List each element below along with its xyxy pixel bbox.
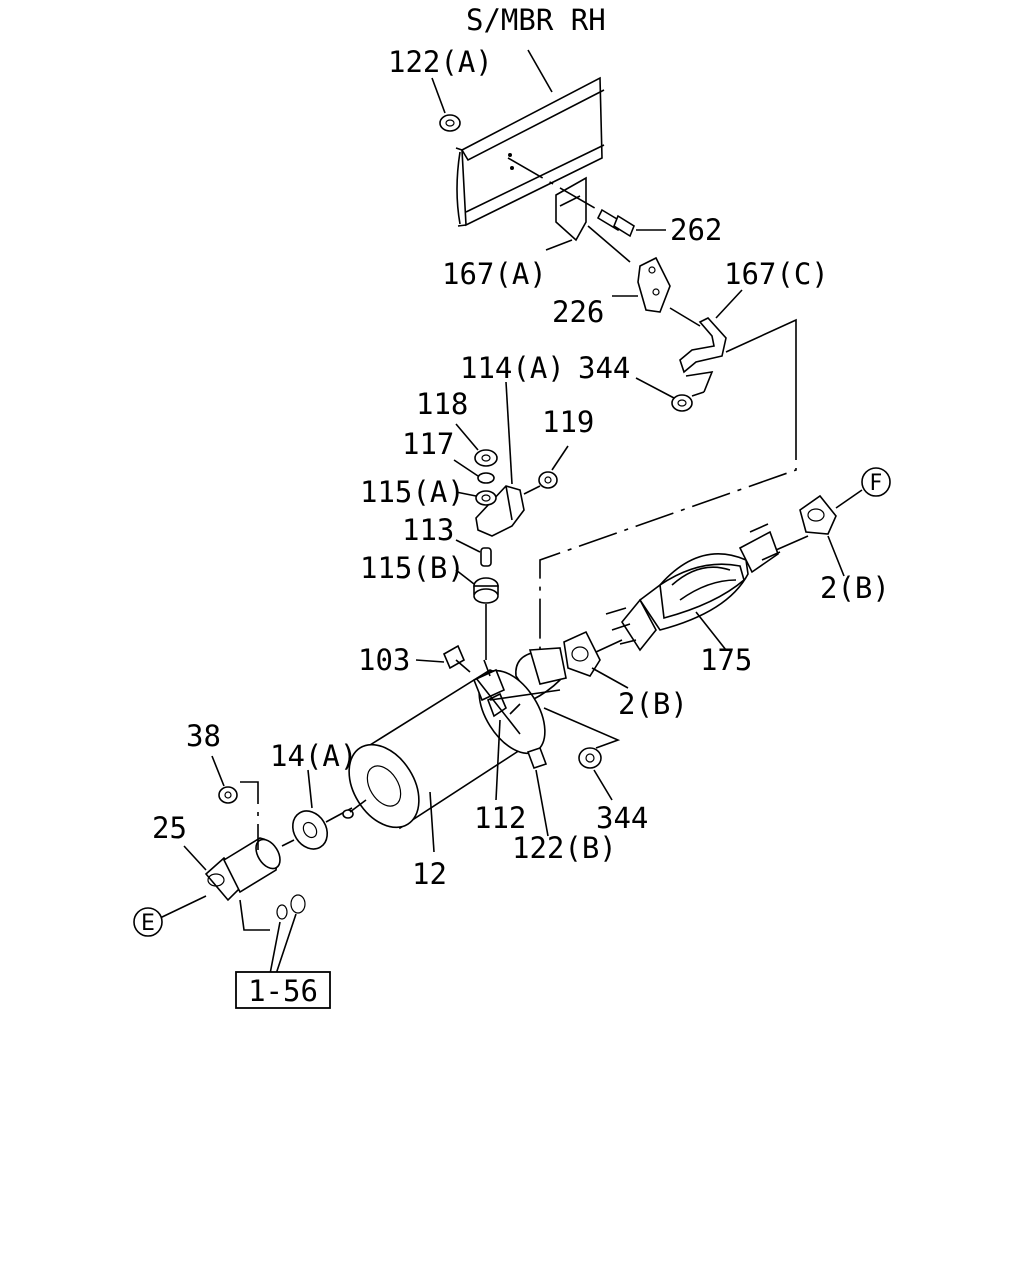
- bracket-167c: [679, 317, 727, 393]
- callout-25: 25: [152, 811, 187, 845]
- leader-f: [835, 489, 863, 509]
- spring-washers: [276, 894, 306, 920]
- callout-113: 113: [402, 513, 454, 547]
- leader-115b: [455, 569, 475, 585]
- gasket-14a: [291, 810, 329, 850]
- stud-line: [587, 225, 631, 263]
- nut-344-top: [671, 394, 693, 412]
- washer-117: [477, 472, 495, 484]
- pipe-joint-line-right: [775, 535, 809, 551]
- circle-ref-f: F: [861, 467, 891, 497]
- stud-103: [483, 659, 491, 677]
- leader-frame: [527, 49, 553, 93]
- callout-122a: 122(A): [388, 45, 493, 79]
- callout-112: 112: [474, 801, 526, 835]
- callout-2b-mid: 2(B): [618, 687, 688, 721]
- leader-14a: [307, 769, 313, 809]
- pipe-joint-line: [595, 639, 623, 653]
- assembly-dash: [539, 420, 797, 650]
- nut-344-link: [543, 707, 621, 749]
- leader-122a: [431, 77, 446, 114]
- stud-silencer: [342, 799, 367, 819]
- callout-103: 103: [358, 643, 410, 677]
- pipe-clamp-line: [239, 899, 270, 931]
- callout-344-bottom: 344: [596, 801, 648, 835]
- leader-344-bottom: [593, 769, 613, 801]
- circle-ref-f-label: F: [870, 471, 883, 496]
- leader-114a: [505, 381, 513, 485]
- side-member-frame: [455, 76, 605, 227]
- gasket-2b-right: [799, 494, 837, 535]
- callout-226: 226: [552, 295, 604, 329]
- nut-link: [691, 391, 705, 397]
- callout-117: 117: [402, 427, 454, 461]
- leader-119: [551, 445, 569, 471]
- reference-box-1-56: 1-56: [235, 971, 331, 1009]
- nut-344-bottom: [578, 747, 602, 769]
- callout-115a: 115(A): [360, 475, 465, 509]
- callout-2b-right: 2(B): [820, 571, 890, 605]
- callout-119: 119: [542, 405, 594, 439]
- callout-14a: 14(A): [270, 739, 357, 773]
- callout-122b: 122(B): [512, 831, 617, 865]
- gasket-2b-mid: [563, 630, 601, 677]
- callout-114a: 114(A): [460, 351, 565, 385]
- callout-118: 118: [416, 387, 468, 421]
- insulator-115a: [475, 490, 497, 506]
- callout-12: 12: [412, 857, 447, 891]
- circle-ref-e-label: E: [141, 911, 155, 936]
- callout-175: 175: [700, 643, 752, 677]
- leader-175: [695, 611, 727, 651]
- stud-119: [523, 485, 541, 495]
- nut-118: [474, 449, 498, 467]
- bolt-103: [442, 644, 471, 673]
- leader-e: [159, 895, 207, 919]
- bracket-114a: [475, 485, 525, 537]
- catalytic-converter-175: [605, 523, 781, 652]
- frame-label: S/MBR RH: [466, 3, 606, 37]
- leader-167c: [715, 289, 743, 319]
- nut-38: [218, 786, 238, 804]
- leader-25: [183, 845, 207, 871]
- leader-2b-right: [827, 535, 845, 577]
- circle-ref-e: E: [133, 907, 163, 937]
- leader-115a: [455, 491, 477, 497]
- bracket-167a: [555, 176, 587, 242]
- leader-122b: [535, 769, 549, 837]
- bolt-262: [596, 208, 635, 238]
- callout-167c: 167(C): [724, 257, 829, 291]
- reference-box-label: 1-56: [248, 974, 318, 1008]
- leader-167a: [545, 239, 573, 251]
- leader-103: [415, 659, 445, 663]
- insulator-115b: [473, 577, 499, 604]
- leader-117: [453, 459, 479, 477]
- callout-167a: 167(A): [442, 257, 547, 291]
- hanger-dash: [669, 307, 701, 327]
- callout-344-top: 344: [578, 351, 630, 385]
- leader-2b-mid: [591, 667, 629, 689]
- leader-1-56: [269, 913, 297, 975]
- leader-38: [211, 755, 225, 787]
- nut-119: [538, 471, 558, 489]
- link-line-167c: [725, 318, 797, 420]
- collar-113: [480, 547, 492, 567]
- tail-pipe-25: [204, 837, 281, 902]
- leader-118: [455, 423, 479, 451]
- nut-122a: [439, 114, 461, 132]
- callout-115b: 115(B): [360, 551, 465, 585]
- leader-344-top: [635, 377, 675, 399]
- leader-12: [429, 791, 435, 853]
- bolt-axis-line: [507, 157, 613, 219]
- mount-lines: [475, 677, 561, 735]
- callout-38: 38: [186, 719, 221, 753]
- dash-38: [240, 781, 259, 850]
- hanger-rubber-226: [637, 256, 671, 313]
- leader-113: [455, 539, 481, 553]
- leader-112: [495, 719, 501, 801]
- nut-122b: [526, 746, 548, 770]
- callout-262: 262: [670, 213, 722, 247]
